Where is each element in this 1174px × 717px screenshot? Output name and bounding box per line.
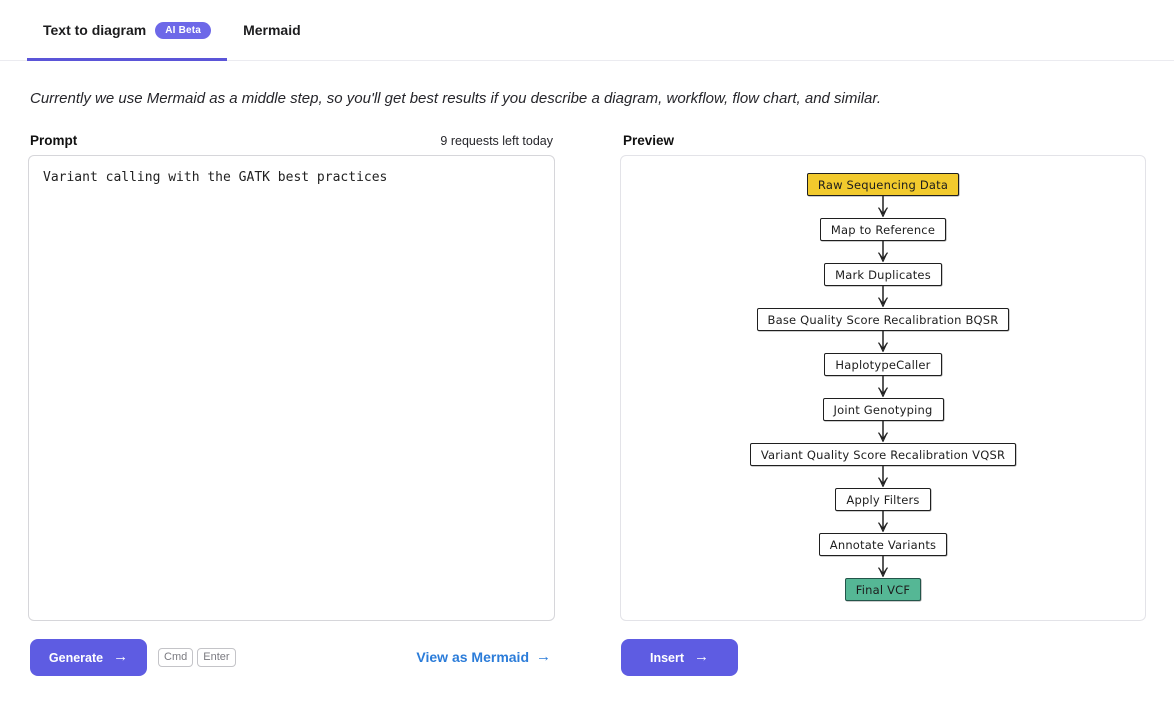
flowchart-node: Joint Genotyping [822, 398, 944, 421]
arrow-right-icon: → [536, 648, 551, 665]
requests-left-counter: 9 requests left today [440, 134, 553, 148]
flowchart-node: Variant Quality Score Recalibration VQSR [749, 443, 1017, 466]
view-as-mermaid-label: View as Mermaid [416, 648, 529, 665]
view-as-mermaid-link[interactable]: View as Mermaid → [416, 648, 551, 665]
flowchart-node: Apply Filters [835, 488, 931, 511]
arrow-down-icon [878, 466, 888, 488]
preview-label: Preview [623, 133, 675, 148]
arrow-down-icon [878, 196, 888, 218]
flowchart-node: Map to Reference [819, 218, 947, 241]
kbd-enter: Enter [197, 648, 236, 667]
generate-button[interactable]: Generate → [30, 639, 147, 676]
arrow-down-icon [878, 286, 888, 308]
arrow-down-icon [878, 331, 888, 353]
arrow-down-icon [878, 421, 888, 443]
flowchart-node: Mark Duplicates [824, 263, 942, 286]
tab-mermaid[interactable]: Mermaid [227, 0, 317, 60]
kbd-cmd: Cmd [158, 648, 194, 667]
tab-text-to-diagram[interactable]: Text to diagram AI Beta [27, 0, 228, 61]
arrow-down-icon [878, 376, 888, 398]
arrow-down-icon [878, 556, 888, 578]
tab-text-to-diagram-label: Text to diagram [43, 22, 147, 38]
flowchart-node: Annotate Variants [818, 533, 948, 556]
tab-mermaid-label: Mermaid [243, 22, 301, 38]
arrow-right-icon: → [113, 648, 129, 665]
flowchart-node: Raw Sequencing Data [806, 173, 960, 196]
arrow-right-icon: → [694, 648, 710, 665]
prompt-panel: Variant calling with the GATK best pract… [28, 155, 555, 621]
arrow-down-icon [878, 241, 888, 263]
flowchart-node: Final VCF [844, 578, 922, 601]
ai-beta-badge: AI Beta [155, 21, 212, 39]
prompt-label: Prompt [30, 133, 78, 148]
keyboard-shortcut-hint: Cmd Enter [158, 648, 236, 667]
flowchart-node: HaplotypeCaller [824, 353, 942, 376]
insert-button-label: Insert [649, 650, 685, 665]
helper-description: Currently we use Mermaid as a middle ste… [30, 90, 881, 107]
flowchart-node: Base Quality Score Recalibration BQSR [756, 308, 1010, 331]
prompt-input[interactable]: Variant calling with the GATK best pract… [29, 156, 554, 620]
arrow-down-icon [878, 511, 888, 533]
insert-button[interactable]: Insert → [621, 639, 738, 676]
tab-bar: Text to diagram AI Beta Mermaid [0, 0, 1174, 61]
generate-button-label: Generate [48, 650, 104, 665]
